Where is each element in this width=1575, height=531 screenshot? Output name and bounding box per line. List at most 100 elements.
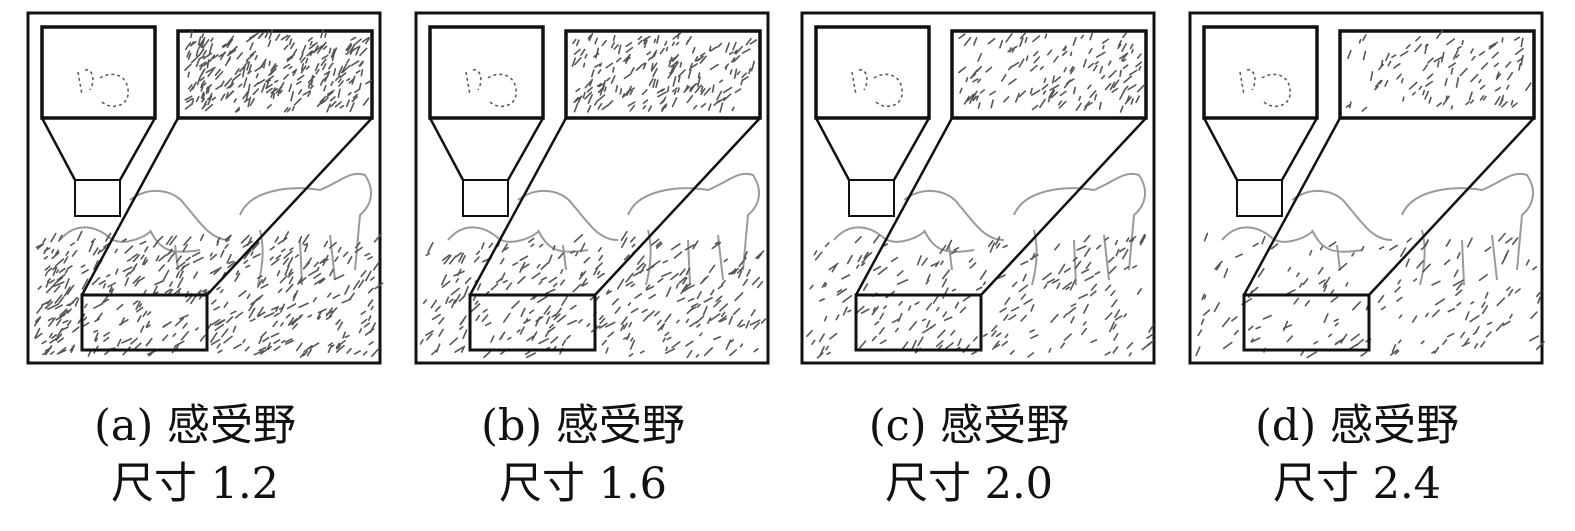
edge-mark [606, 290, 613, 295]
edge-mark [34, 332, 43, 340]
edge-mark [202, 52, 213, 60]
edge-mark [579, 271, 584, 277]
edge-mark [342, 331, 347, 339]
edge-mark [233, 343, 242, 350]
edge-mark [1525, 259, 1530, 266]
grass-texture [806, 233, 1155, 359]
connector-line [206, 117, 373, 296]
edge-mark [325, 307, 334, 317]
edge-mark [1537, 295, 1542, 304]
edge-mark [519, 255, 529, 262]
edge-mark [250, 251, 254, 256]
edge-mark [307, 314, 313, 318]
edge-mark [630, 66, 635, 74]
edge-mark [1104, 351, 1111, 356]
edge-mark [209, 253, 217, 261]
edge-mark [1255, 326, 1262, 330]
edge-mark [696, 323, 701, 328]
edge-mark [677, 87, 680, 93]
edge-mark [1511, 237, 1519, 246]
edge-mark [652, 67, 658, 78]
edge-mark [620, 237, 628, 249]
edge-mark [710, 289, 715, 296]
edge-mark [199, 64, 204, 71]
edge-mark [1066, 78, 1075, 85]
edge-mark [1484, 291, 1489, 299]
edge-mark [168, 288, 174, 295]
edge-mark [323, 240, 329, 248]
edge-mark [623, 322, 628, 330]
edge-mark [752, 322, 760, 330]
edge-mark [265, 81, 270, 90]
edge-mark [40, 300, 51, 307]
edge-mark [584, 91, 593, 100]
edge-mark [1488, 41, 1498, 48]
edge-mark [1380, 59, 1384, 68]
edge-mark [1478, 273, 1488, 282]
edge-mark [56, 327, 64, 338]
edge-mark [1095, 51, 1106, 58]
edge-mark [316, 98, 325, 108]
edge-mark [184, 103, 193, 110]
inset-small [428, 25, 545, 120]
edge-mark [49, 336, 59, 344]
edge-mark [283, 73, 290, 80]
edge-mark [596, 82, 602, 87]
zoom-source-box-small [74, 179, 121, 217]
edge-mark [1058, 263, 1066, 275]
edge-mark [64, 269, 69, 274]
edge-mark [175, 261, 186, 270]
edge-mark [979, 89, 986, 94]
edge-mark [314, 277, 325, 286]
edge-mark [994, 236, 1001, 246]
edge-mark [1493, 62, 1499, 68]
edge-mark [655, 241, 662, 247]
edge-mark [1411, 91, 1416, 96]
edge-mark [653, 38, 657, 44]
edge-mark [276, 270, 281, 277]
edge-mark [648, 78, 654, 86]
edge-mark [662, 337, 666, 343]
edge-mark [831, 264, 837, 273]
edge-mark [1041, 83, 1049, 90]
edge-mark [1520, 37, 1524, 48]
edge-mark [35, 243, 44, 249]
edge-mark [1108, 256, 1115, 263]
edge-mark [368, 341, 374, 346]
edge-mark [360, 270, 367, 278]
edge-mark [921, 318, 927, 322]
edge-mark [1004, 333, 1009, 339]
edge-mark [69, 242, 76, 247]
edge-mark [321, 258, 329, 264]
animal-outline [833, 226, 925, 243]
edge-mark [1327, 333, 1333, 338]
edge-mark [1471, 55, 1476, 61]
edge-mark [829, 332, 838, 340]
edge-mark [516, 329, 521, 333]
edge-mark [226, 253, 232, 264]
edge-mark [226, 38, 234, 49]
edge-mark [756, 253, 763, 260]
edge-mark [224, 234, 232, 241]
edge-mark [971, 351, 978, 355]
edge-mark [321, 54, 329, 60]
edge-mark [733, 68, 738, 79]
edge-mark [939, 244, 947, 254]
edge-mark [926, 273, 931, 282]
edge-mark [736, 266, 744, 274]
edge-mark [1004, 296, 1011, 306]
edge-mark [611, 298, 620, 306]
edge-mark [1491, 51, 1499, 59]
edge-mark [991, 324, 998, 332]
edge-mark [141, 256, 147, 266]
edge-mark [292, 293, 297, 298]
edge-mark [580, 48, 586, 56]
edge-mark [921, 257, 928, 266]
edge-mark [1008, 78, 1017, 85]
edge-mark [637, 35, 643, 41]
edge-mark [458, 252, 465, 263]
edge-mark [1231, 316, 1238, 322]
edge-mark [201, 33, 204, 39]
edge-mark [1482, 95, 1487, 101]
edge-mark [216, 286, 221, 291]
